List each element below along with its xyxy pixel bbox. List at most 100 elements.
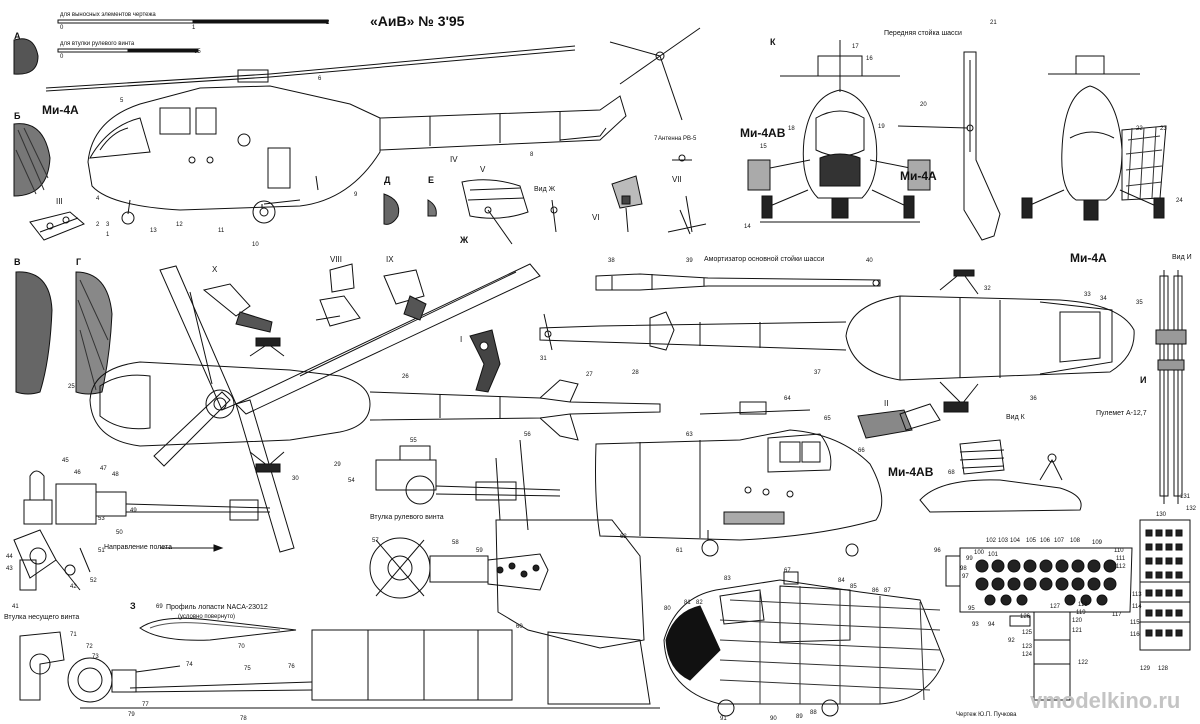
callout-number: 60 bbox=[516, 624, 523, 630]
callout-number: 41 bbox=[12, 604, 19, 610]
callout-number: 129 bbox=[1140, 666, 1151, 672]
callout-number: 15 bbox=[760, 144, 767, 150]
callout-number: 76 bbox=[288, 664, 295, 670]
callout-number: 64 bbox=[784, 396, 791, 402]
callout-number: 122 bbox=[1078, 660, 1089, 666]
callout-number: 82 bbox=[696, 600, 703, 606]
callout-number: 9 bbox=[354, 192, 358, 198]
caption-front-gear: Передняя стойка шасси bbox=[884, 30, 962, 37]
page-title: «АиВ» № 3'95 bbox=[370, 13, 465, 29]
callout-number: 121 bbox=[1072, 628, 1083, 634]
callout-number: 132 bbox=[1186, 506, 1197, 512]
callout-number: 19 bbox=[878, 124, 885, 130]
detail-i-linkage bbox=[469, 329, 501, 393]
callout-number: 12 bbox=[176, 222, 183, 228]
callout-number: 34 bbox=[1100, 296, 1107, 302]
callout-number: 26 bbox=[402, 374, 409, 380]
callout-number: 109 bbox=[1092, 540, 1103, 546]
callout-number: 97 bbox=[962, 574, 969, 580]
callout-number: 118 bbox=[1078, 602, 1088, 608]
callout-number: 3 bbox=[106, 222, 110, 228]
callout-number: 99 bbox=[966, 556, 973, 562]
scale-tick: 1 bbox=[192, 25, 196, 31]
callout-number: 120 bbox=[1072, 618, 1083, 624]
label-mi4a-front: Ми-4А bbox=[900, 169, 937, 183]
callout-number: 54 bbox=[348, 478, 355, 484]
callout-number: 81 bbox=[684, 600, 691, 606]
callout-number: 84 bbox=[838, 578, 845, 584]
blade-spar-section bbox=[80, 629, 660, 709]
scale-bar-top bbox=[57, 19, 329, 53]
callout-number: 89 bbox=[796, 714, 803, 720]
caption-view-k: Вид К bbox=[1006, 414, 1025, 421]
caption-main-rotor-hub: Втулка несущего винта bbox=[4, 614, 80, 621]
callout-number: 101 bbox=[988, 552, 999, 558]
detail-iii-small bbox=[29, 211, 85, 241]
callout-number: 11 bbox=[218, 228, 225, 234]
caption-tail-rotor-hub: Втулка рулевого винта bbox=[370, 514, 444, 521]
callout-number: 58 bbox=[452, 540, 459, 546]
callout-number: 24 bbox=[1176, 198, 1183, 204]
callout-number: 2 bbox=[96, 222, 100, 228]
label-mi4a-side: Ми-4А bbox=[42, 103, 79, 117]
callout-number: 8 bbox=[530, 152, 534, 158]
view-label-i: I bbox=[460, 335, 463, 344]
callout-number: 78 bbox=[240, 716, 247, 722]
section-letter-d: Д bbox=[384, 175, 391, 185]
watermark: vmodelkino.ru bbox=[1030, 688, 1181, 713]
callout-number: 131 bbox=[1180, 494, 1191, 500]
view-label-vi: VI bbox=[592, 213, 600, 222]
callout-number: 4 bbox=[96, 196, 100, 202]
callout-number: 116 bbox=[1130, 632, 1140, 638]
instrument-panel bbox=[945, 547, 1133, 701]
blade-section-outline bbox=[495, 519, 645, 649]
callout-number: 128 bbox=[1158, 666, 1169, 672]
view-label-ix: IX bbox=[386, 255, 394, 264]
mi4-cutaway bbox=[663, 571, 945, 717]
callout-number: 95 bbox=[968, 606, 975, 612]
label-mi4av-front: Ми-4АВ bbox=[740, 126, 786, 140]
callout-number: 92 bbox=[1008, 638, 1015, 644]
label-mi4av-side: Ми-4АВ bbox=[888, 465, 934, 479]
callout-number: 21 bbox=[990, 20, 997, 26]
label-mi4a-top: Ми-4А bbox=[1070, 251, 1107, 265]
callout-number: 98 bbox=[960, 566, 967, 572]
shock-absorber bbox=[595, 273, 881, 291]
callout-number: 117 bbox=[1112, 612, 1122, 618]
callout-number: 49 bbox=[130, 508, 137, 514]
callout-number: 91 bbox=[720, 716, 727, 722]
scale-tick: 2 bbox=[326, 20, 330, 26]
mi4av-front-view bbox=[747, 40, 931, 223]
mi4a-front-view bbox=[1021, 55, 1167, 221]
view-label-x: X bbox=[212, 265, 218, 274]
callout-number: 63 bbox=[686, 432, 693, 438]
callout-number: 18 bbox=[788, 126, 795, 132]
callout-number: 68 bbox=[948, 470, 955, 476]
callout-number: 56 bbox=[524, 432, 531, 438]
callout-number: 86 bbox=[872, 588, 879, 594]
callout-number: 125 bbox=[1022, 630, 1033, 636]
cross-section-b bbox=[13, 123, 51, 197]
callout-number: 70 bbox=[238, 644, 245, 650]
scale-note-1: для выносных элементов чертежа bbox=[60, 12, 156, 18]
scale-tick: 0 bbox=[60, 54, 64, 60]
callout-number: 85 bbox=[850, 584, 857, 590]
callout-number: 130 bbox=[1156, 512, 1167, 518]
callout-number: 103 bbox=[998, 538, 1009, 544]
section-letter-a: А bbox=[14, 31, 21, 41]
cross-section-g bbox=[75, 271, 113, 395]
callout-number: 79 bbox=[128, 712, 135, 718]
callout-number: 55 bbox=[410, 438, 417, 444]
section-letter-k: К bbox=[770, 37, 776, 47]
section-d-e bbox=[383, 193, 437, 225]
mi4a-top-plan bbox=[89, 263, 661, 553]
section-letter-v: В bbox=[14, 257, 21, 267]
callout-number: 29 bbox=[334, 462, 341, 468]
tail-rotor-hub-detail bbox=[375, 439, 561, 531]
front-gear-detail bbox=[897, 51, 1001, 241]
callout-number: 14 bbox=[744, 224, 751, 230]
callout-number: 36 bbox=[1030, 396, 1037, 402]
callout-number: 73 bbox=[92, 654, 99, 660]
callout-number: 5 bbox=[120, 98, 124, 104]
caption-shock-absorber: Амортизатор основной стойки шасси bbox=[704, 256, 825, 263]
